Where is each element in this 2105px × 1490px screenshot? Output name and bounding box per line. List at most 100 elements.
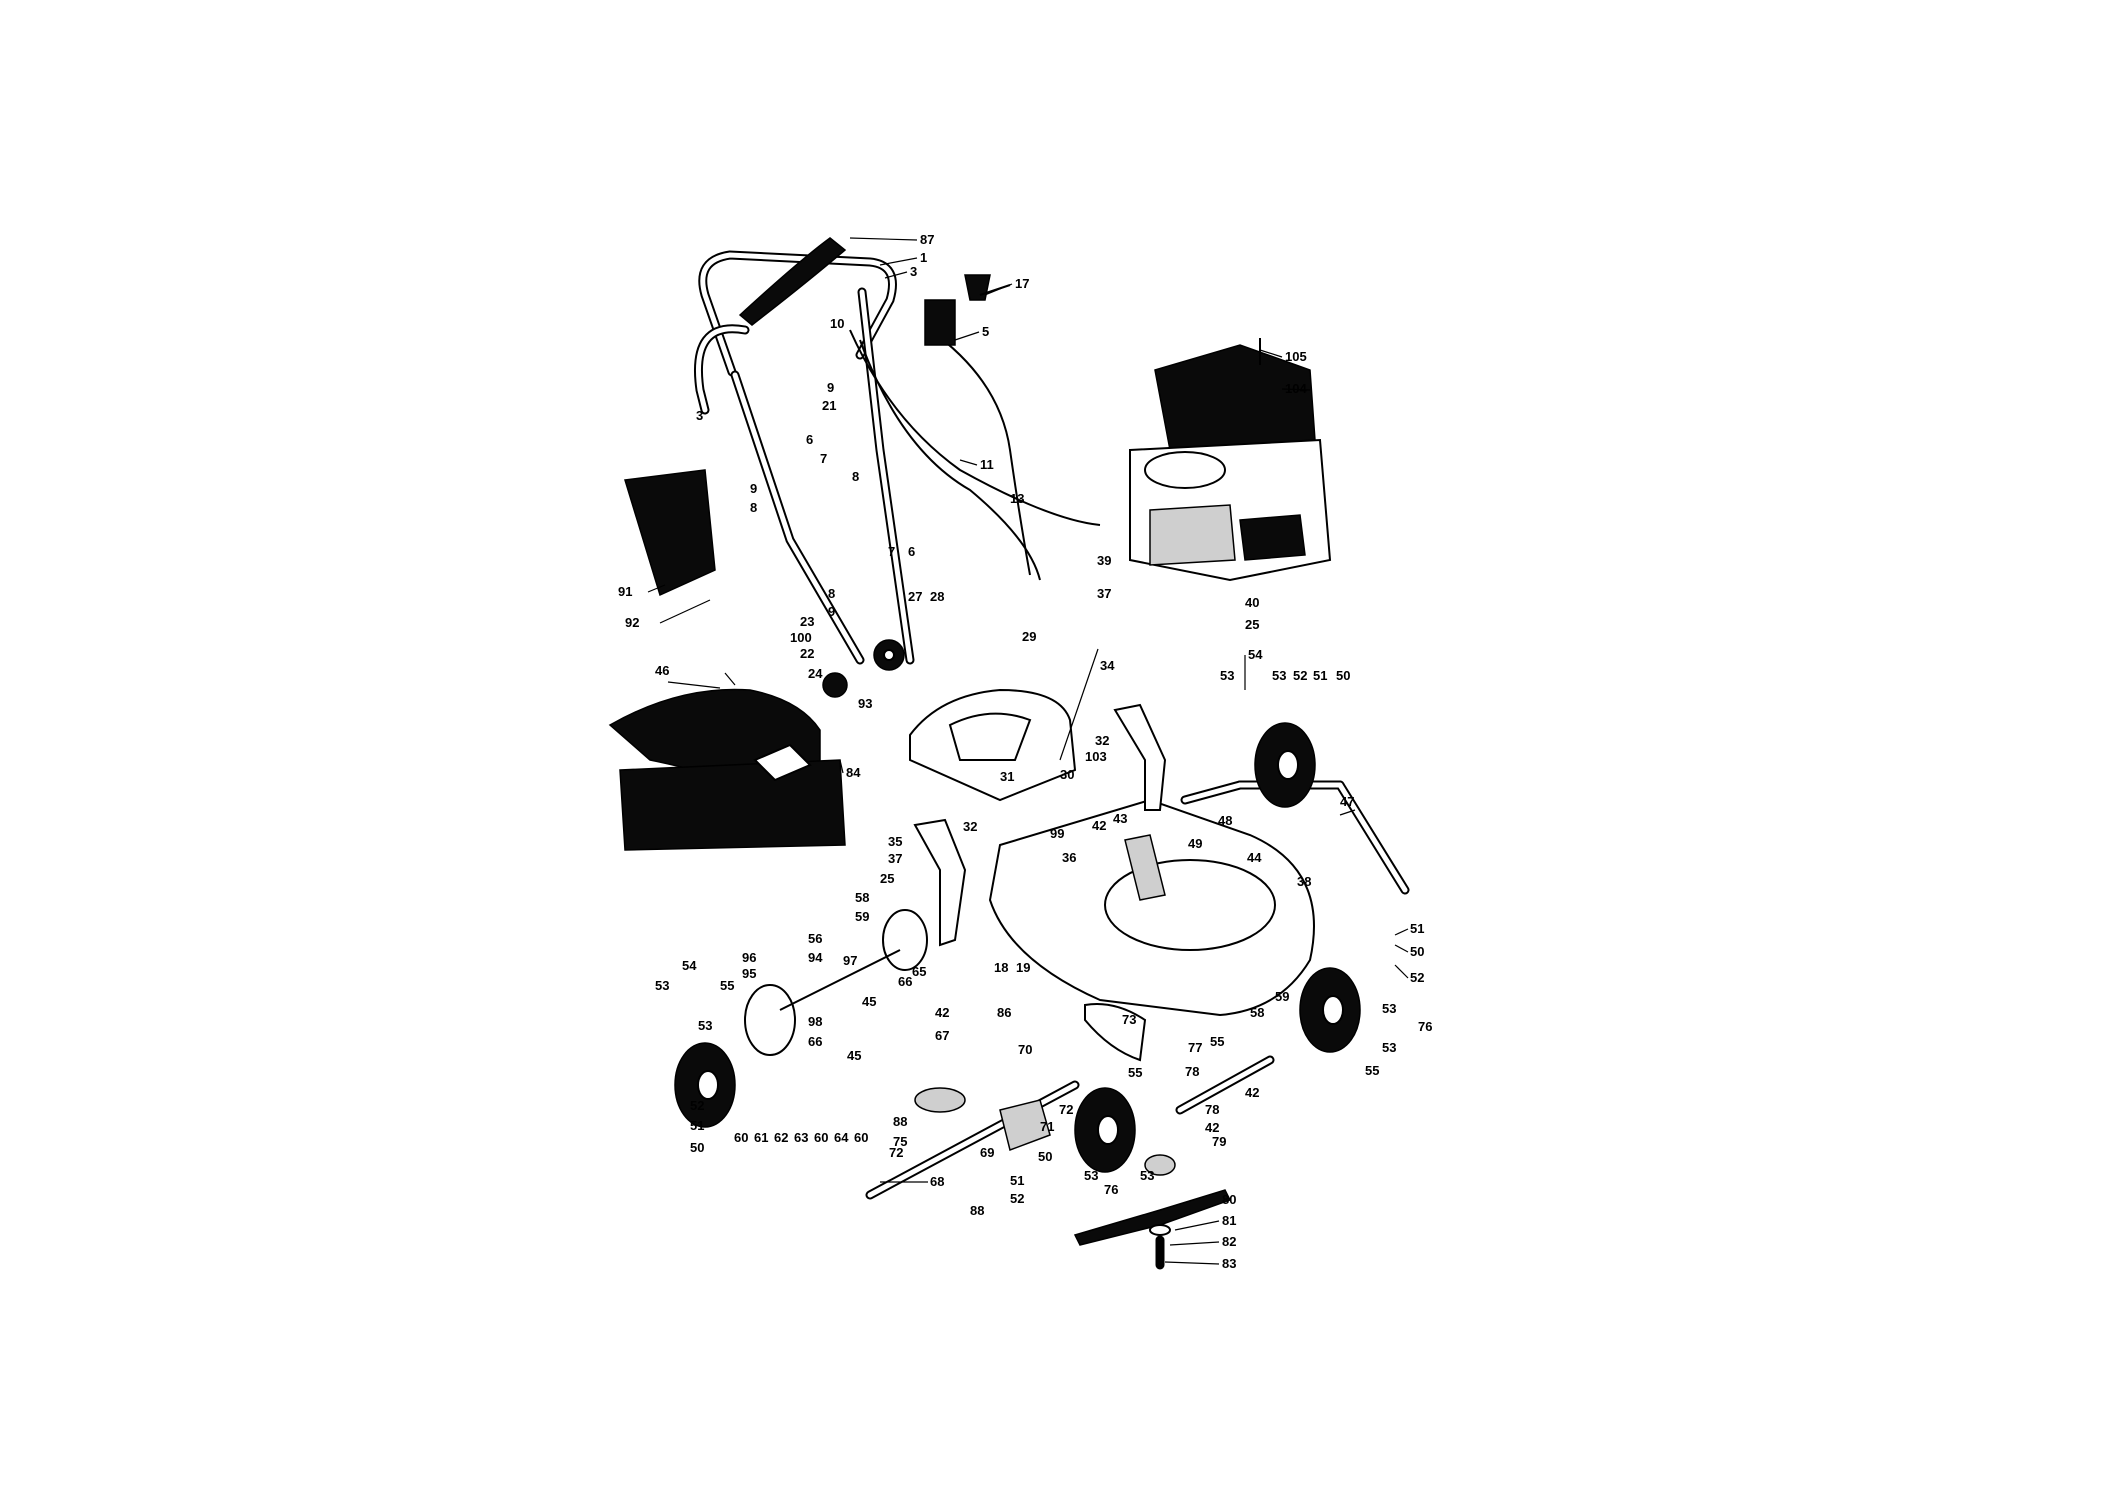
motor-cover [909,688,1077,802]
part-label: 83 [1222,1256,1236,1271]
cutting-blade [1073,1154,1232,1270]
part-label: 51 [690,1118,704,1133]
part-label: 93 [858,696,872,711]
part-label: 59 [1275,989,1289,1004]
part-label: 75 [893,1134,907,1149]
part-label: 46 [655,663,669,678]
part-label: 45 [847,1048,861,1063]
part-label: 48 [1218,813,1232,828]
part-label: 50 [1038,1149,1052,1164]
control-cables [849,329,1101,581]
part-label: 52 [1410,970,1424,985]
part-label: 10 [830,316,844,331]
part-label: 96 [742,950,756,965]
part-label: 50 [1336,668,1350,683]
wheel-front-left [674,1042,736,1128]
part-label: 53 [655,978,669,993]
part-label: 1 [920,250,927,265]
part-label: 91 [618,584,632,599]
part-label: 55 [1365,1063,1379,1078]
part-label: 9 [828,604,835,619]
part-label: 84 [846,765,861,780]
part-label: 88 [970,1203,984,1218]
part-label: 51 [1313,668,1327,683]
part-label: 59 [855,909,869,924]
part-label: 53 [1220,668,1234,683]
part-label: 71 [1040,1119,1054,1134]
part-label: 34 [1100,658,1115,673]
part-label: 32 [1095,733,1109,748]
part-label: 78 [1185,1064,1199,1079]
part-label: 17 [1015,276,1029,291]
part-label: 70 [1018,1042,1032,1057]
part-label: 80 [1222,1192,1236,1207]
part-label: 40 [1245,595,1259,610]
part-label: 51 [1010,1173,1024,1188]
part-label: 99 [1050,826,1064,841]
drive-belt [1084,1003,1147,1062]
part-label: 23 [800,614,814,629]
part-label: 11 [980,457,994,472]
part-label: 6 [806,432,813,447]
part-label: 54 [682,958,697,973]
part-label: 63 [794,1130,808,1145]
part-label: 98 [808,1014,822,1029]
part-label: 95 [742,966,756,981]
part-label: 86 [997,1005,1011,1020]
part-label: 78 [1205,1102,1219,1117]
part-label: 103 [1085,749,1107,764]
part-label: 42 [1245,1085,1259,1100]
side-plate-left [913,818,967,947]
part-label: 47 [1340,794,1354,809]
part-label: 53 [1272,668,1286,683]
front-axle [779,949,1080,1200]
parts-artwork [608,237,1410,1270]
part-label: 51 [1410,921,1424,936]
grass-bag [608,688,846,851]
part-label: 49 [1188,836,1202,851]
part-label: 42 [935,1005,949,1020]
part-label: 60 [854,1130,868,1145]
part-label: 53 [1084,1168,1098,1183]
wheel-rear-right [1254,722,1316,808]
part-label: 38 [1297,874,1311,889]
part-label: 64 [834,1130,849,1145]
part-label: 8 [828,586,835,601]
side-plate-right [1113,703,1167,811]
part-label: 37 [888,851,902,866]
part-label: 92 [625,615,639,630]
part-label: 27 [908,589,922,604]
part-label: 8 [852,469,859,484]
part-label: 3 [910,264,917,279]
cutter-deck [988,798,1315,1017]
part-label: 30 [1060,767,1074,782]
part-label: 13 [1010,491,1024,506]
part-label: 94 [808,950,823,965]
wheel-front-right [1299,967,1361,1053]
part-label: 7 [888,544,895,559]
part-label: 21 [822,398,836,413]
part-label: 65 [912,964,926,979]
leader-lines [647,237,1409,1265]
part-label: 53 [698,1018,712,1033]
part-label: 25 [1245,617,1259,632]
part-label: 60 [814,1130,828,1145]
part-label: 100 [790,630,812,645]
part-label: 55 [1128,1065,1142,1080]
part-label: 28 [930,589,944,604]
part-label: 58 [855,890,869,905]
part-label: 53 [1382,1001,1396,1016]
part-label: 62 [774,1130,788,1145]
part-label: 82 [1222,1234,1236,1249]
throttle-control [924,274,1011,346]
part-label: 56 [808,931,822,946]
part-label: 32 [963,819,977,834]
part-label: 5 [982,324,989,339]
part-label: 18 [994,960,1008,975]
part-label: 22 [800,646,814,661]
gear-wheel [822,639,905,698]
part-label: 66 [808,1034,822,1049]
part-label: 55 [720,978,734,993]
rear-flap [624,469,716,597]
part-label: 69 [980,1145,994,1160]
